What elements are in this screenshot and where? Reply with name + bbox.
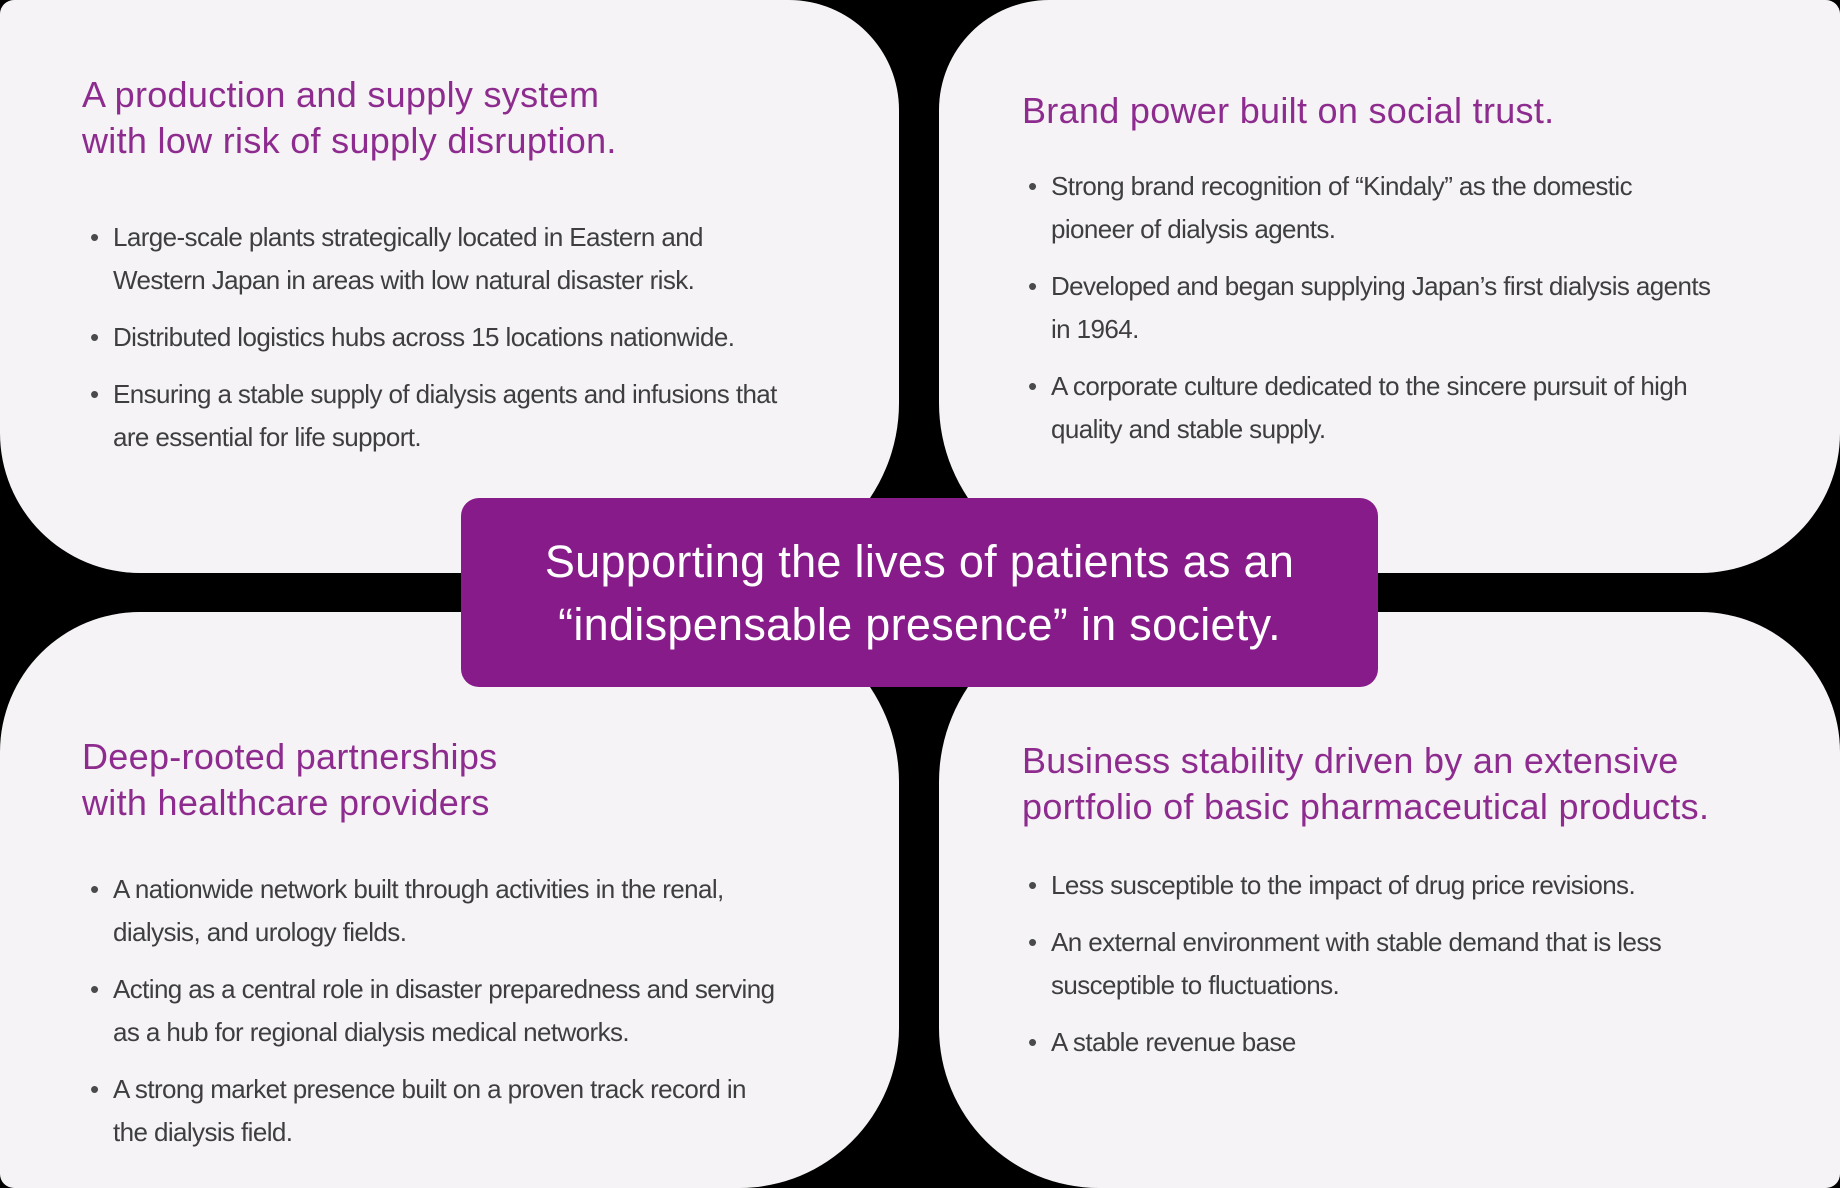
bullet-item: A nationwide network built through activ… bbox=[82, 868, 774, 954]
bullet-item: A strong market presence built on a prov… bbox=[82, 1068, 774, 1154]
card-title-production-supply: A production and supply system with low … bbox=[82, 74, 617, 161]
bullet-list: Less susceptible to the impact of drug p… bbox=[1020, 864, 1662, 1078]
card-partnerships: Deep-rooted partnerships with healthcare… bbox=[0, 612, 899, 1188]
card-production-supply: A production and supply system with low … bbox=[0, 0, 899, 573]
card-title-business-stability: Business stability driven by an extensiv… bbox=[1022, 740, 1710, 827]
bullet-item: Acting as a central role in disaster pre… bbox=[82, 968, 775, 1054]
card-brand-power: Brand power built on social trust. Stron… bbox=[939, 0, 1840, 573]
bullet-item: Large-scale plants strategically located… bbox=[82, 216, 777, 302]
bullet-item: Ensuring a stable supply of dialysis age… bbox=[82, 373, 777, 459]
card-title-brand-power: Brand power built on social trust. bbox=[1022, 90, 1555, 131]
bullet-item: A stable revenue base bbox=[1020, 1021, 1661, 1064]
bullet-item: Strong brand recognition of “Kindaly” as… bbox=[1020, 165, 1710, 251]
bullet-list: Large-scale plants strategically located… bbox=[82, 216, 777, 473]
bullet-item: Distributed logistics hubs across 15 loc… bbox=[82, 316, 777, 359]
bullet-list: Strong brand recognition of “Kindaly” as… bbox=[1020, 165, 1711, 465]
bullet-item: An external environment with stable dema… bbox=[1020, 921, 1662, 1007]
bullet-list: A nationwide network built through activ… bbox=[82, 868, 775, 1168]
center-banner: Supporting the lives of patients as an “… bbox=[461, 498, 1378, 687]
bullet-item: A corporate culture dedicated to the sin… bbox=[1020, 365, 1710, 451]
bullet-item: Developed and began supplying Japan’s fi… bbox=[1020, 265, 1711, 351]
bullet-item: Less susceptible to the impact of drug p… bbox=[1020, 864, 1661, 907]
card-business-stability: Business stability driven by an extensiv… bbox=[939, 612, 1840, 1188]
card-title-partnerships: Deep-rooted partnerships with healthcare… bbox=[82, 736, 498, 823]
center-banner-text: Supporting the lives of patients as an “… bbox=[544, 535, 1295, 650]
